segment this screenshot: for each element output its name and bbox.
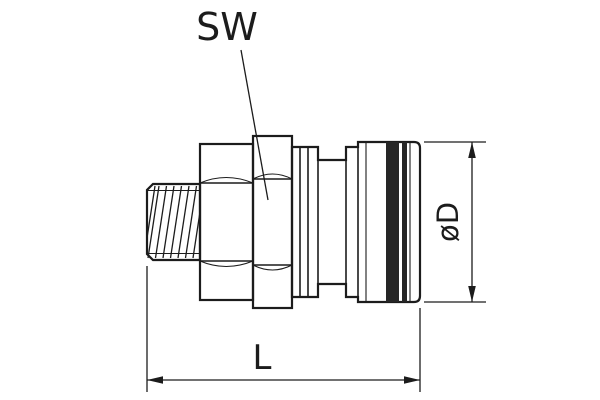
hex-nut-front-outline [198,142,255,302]
seal-band [386,142,399,302]
callout-sw: SW [196,5,269,201]
hex-face-arc [199,176,254,184]
sw-leader-line [240,49,269,201]
arrowhead-down [468,286,476,302]
thread-hatching [146,185,201,259]
arrowhead-up [468,142,476,158]
arrowhead-left [147,376,163,384]
length-label: L [253,338,272,378]
hex-face-arc [252,264,293,271]
threaded-stub [145,182,202,262]
hex-face-arc [199,260,254,268]
dimension-diameter: øD [424,141,486,303]
diameter-label: øD [431,202,465,242]
hex-collar-outline [251,134,294,310]
hex-face-arc [252,173,293,180]
coupling-body [290,140,422,304]
coupling-body-outline [290,140,422,304]
arrowhead-right [404,376,420,384]
threaded-stub-outline [145,182,202,262]
sw-label: SW [196,5,258,49]
dimension-length: L [146,266,421,392]
hex-collar-sw [251,134,294,310]
seal-band [402,142,407,302]
hex-nut-front [198,142,255,302]
